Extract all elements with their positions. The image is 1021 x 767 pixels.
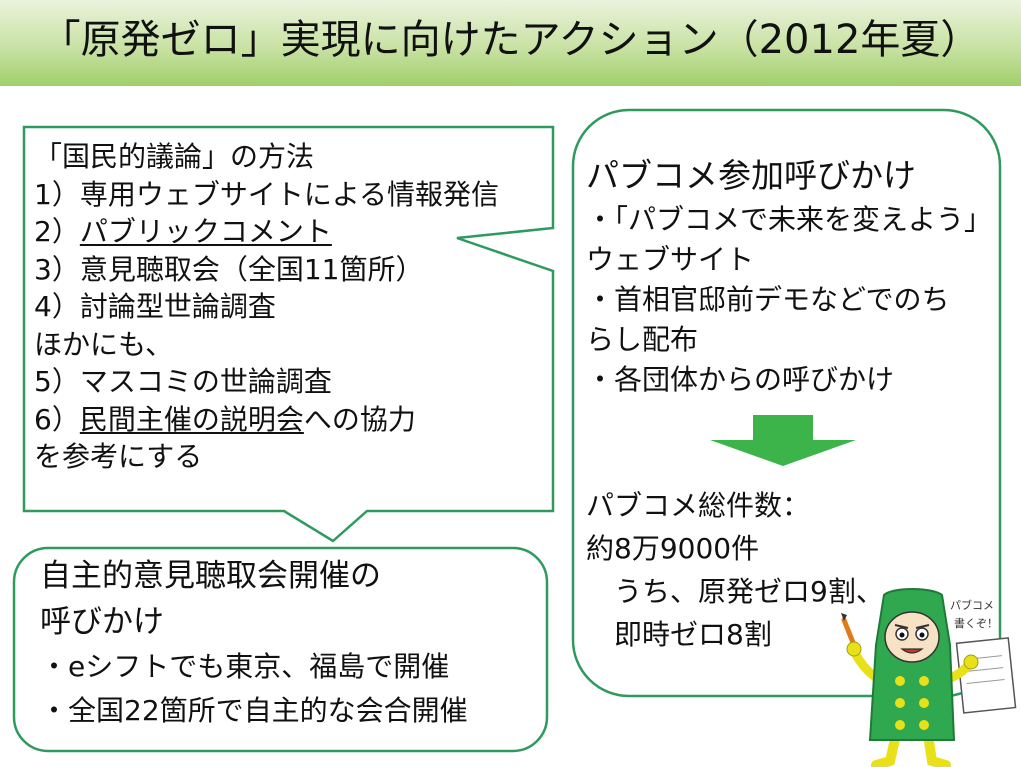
title-banner: 「原発ゼロ」実現に向けたアクション（2012年夏）	[0, 0, 1021, 86]
methods-item-5: 5）マスコミの世論調査	[34, 365, 332, 398]
hearings-heading: 自主的意見聴取会開催の	[40, 558, 381, 594]
hearings-heading: 呼びかけ	[40, 604, 164, 640]
mascot-illustration: パブコメ 書くぞ！	[841, 588, 1017, 767]
methods-item-2: 2）パブリックコメント	[34, 215, 332, 248]
methods-other: ほかにも、	[34, 327, 174, 361]
pubcom-bullet: ・首相官邸前デモなどでのち	[586, 283, 950, 316]
private-briefing-label: 民間主催の説明会	[79, 402, 304, 436]
note-paper-icon	[955, 637, 1017, 714]
methods-item-1: 1）専用ウェブサイトによる情報発信	[34, 177, 499, 211]
hearings-bullet: ・eシフトでも東京、福島で開催	[40, 650, 450, 683]
down-arrow-icon	[710, 415, 856, 466]
slide-title: 「原発ゼロ」実現に向けたアクション（2012年夏）	[40, 17, 981, 63]
public-comment-label: パブリックコメント	[79, 215, 332, 248]
methods-box: 「国民的議論」の方法 1）専用ウェブサイトによる情報発信 2）パブリックコメント…	[34, 138, 499, 476]
pubcom-bullet: らし配布	[586, 323, 699, 356]
mascot-sign-line: 書くぞ！	[954, 616, 998, 630]
methods-item-6: 6）民間主催の説明会への協力	[34, 402, 416, 436]
hearings-box: 自主的意見聴取会開催の 呼びかけ ・eシフトでも東京、福島で開催 ・全国22箇所…	[40, 553, 468, 733]
methods-callout-border	[22, 125, 555, 543]
stats-line: パブコメ総件数：	[586, 489, 811, 522]
pubcom-bullet: ・「パブコメで未来を変えよう」	[586, 203, 993, 236]
methods-closing: を参考にする	[34, 440, 203, 473]
pubcom-bullet: ウェブサイト	[586, 243, 755, 276]
pubcom-stats: パブコメ総件数： 約8万9000件 うち、原発ゼロ9割、 即時ゼロ8割	[586, 484, 884, 656]
mascot-sign-line: パブコメ	[950, 598, 994, 612]
stats-line: うち、原発ゼロ9割、	[586, 575, 884, 608]
methods-heading: 「国民的議論」の方法	[34, 140, 315, 173]
hearings-bullet: ・全国22箇所で自主的な会合開催	[40, 694, 468, 727]
pubcom-bullet: ・各団体からの呼びかけ	[586, 363, 895, 396]
methods-item-4: 4）討論型世論調査	[34, 290, 276, 323]
pubcom-bubble-border	[571, 108, 1002, 698]
methods-item-3: 3）意見聴取会（全国11箇所）	[34, 252, 424, 286]
hearings-bubble-border	[12, 546, 549, 753]
pubcom-heading: パブコメ参加呼びかけ	[586, 156, 916, 195]
stats-line: 即時ゼロ8割	[586, 618, 772, 651]
pubcom-box: パブコメ参加呼びかけ ・「パブコメで未来を変えよう」 ウェブサイト ・首相官邸前…	[586, 152, 992, 400]
stats-line: 約8万9000件	[586, 532, 760, 565]
